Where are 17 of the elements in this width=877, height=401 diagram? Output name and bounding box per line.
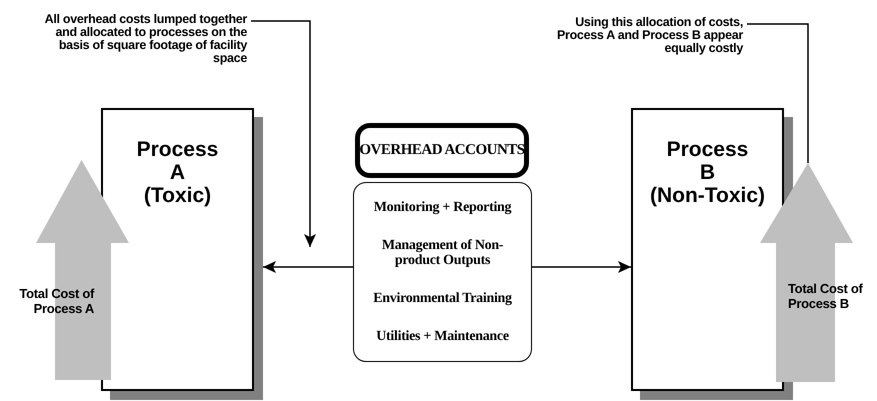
heading-box: OVERHEAD ACCOUNTS — [355, 123, 529, 178]
accounts-box — [353, 182, 532, 362]
leader-line — [747, 23, 809, 163]
account-item: Utilities + Maintenance — [375, 328, 510, 344]
account-item: Management of Non-product Outputs — [380, 238, 504, 268]
process-box — [101, 108, 263, 400]
cost-label: Total Cost of Process B — [788, 281, 864, 311]
cost-label: Total Cost of Process A — [18, 286, 94, 316]
process-label: Process B (Non-Toxic) — [648, 138, 766, 207]
note-text: All overhead costs lumped together and allocated to processes on the basis of square footage of facility space — [40, 13, 247, 93]
note-text: Using this allocation of costs, Process A and Process B appear equally costly — [540, 16, 743, 82]
arrow — [532, 261, 631, 273]
process-label: Process A (Toxic) — [136, 138, 220, 207]
account-item: Environmental Training — [372, 290, 513, 306]
arrow — [251, 20, 316, 247]
account-item: Monitoring + Reporting — [372, 200, 512, 216]
arrow — [263, 261, 353, 273]
